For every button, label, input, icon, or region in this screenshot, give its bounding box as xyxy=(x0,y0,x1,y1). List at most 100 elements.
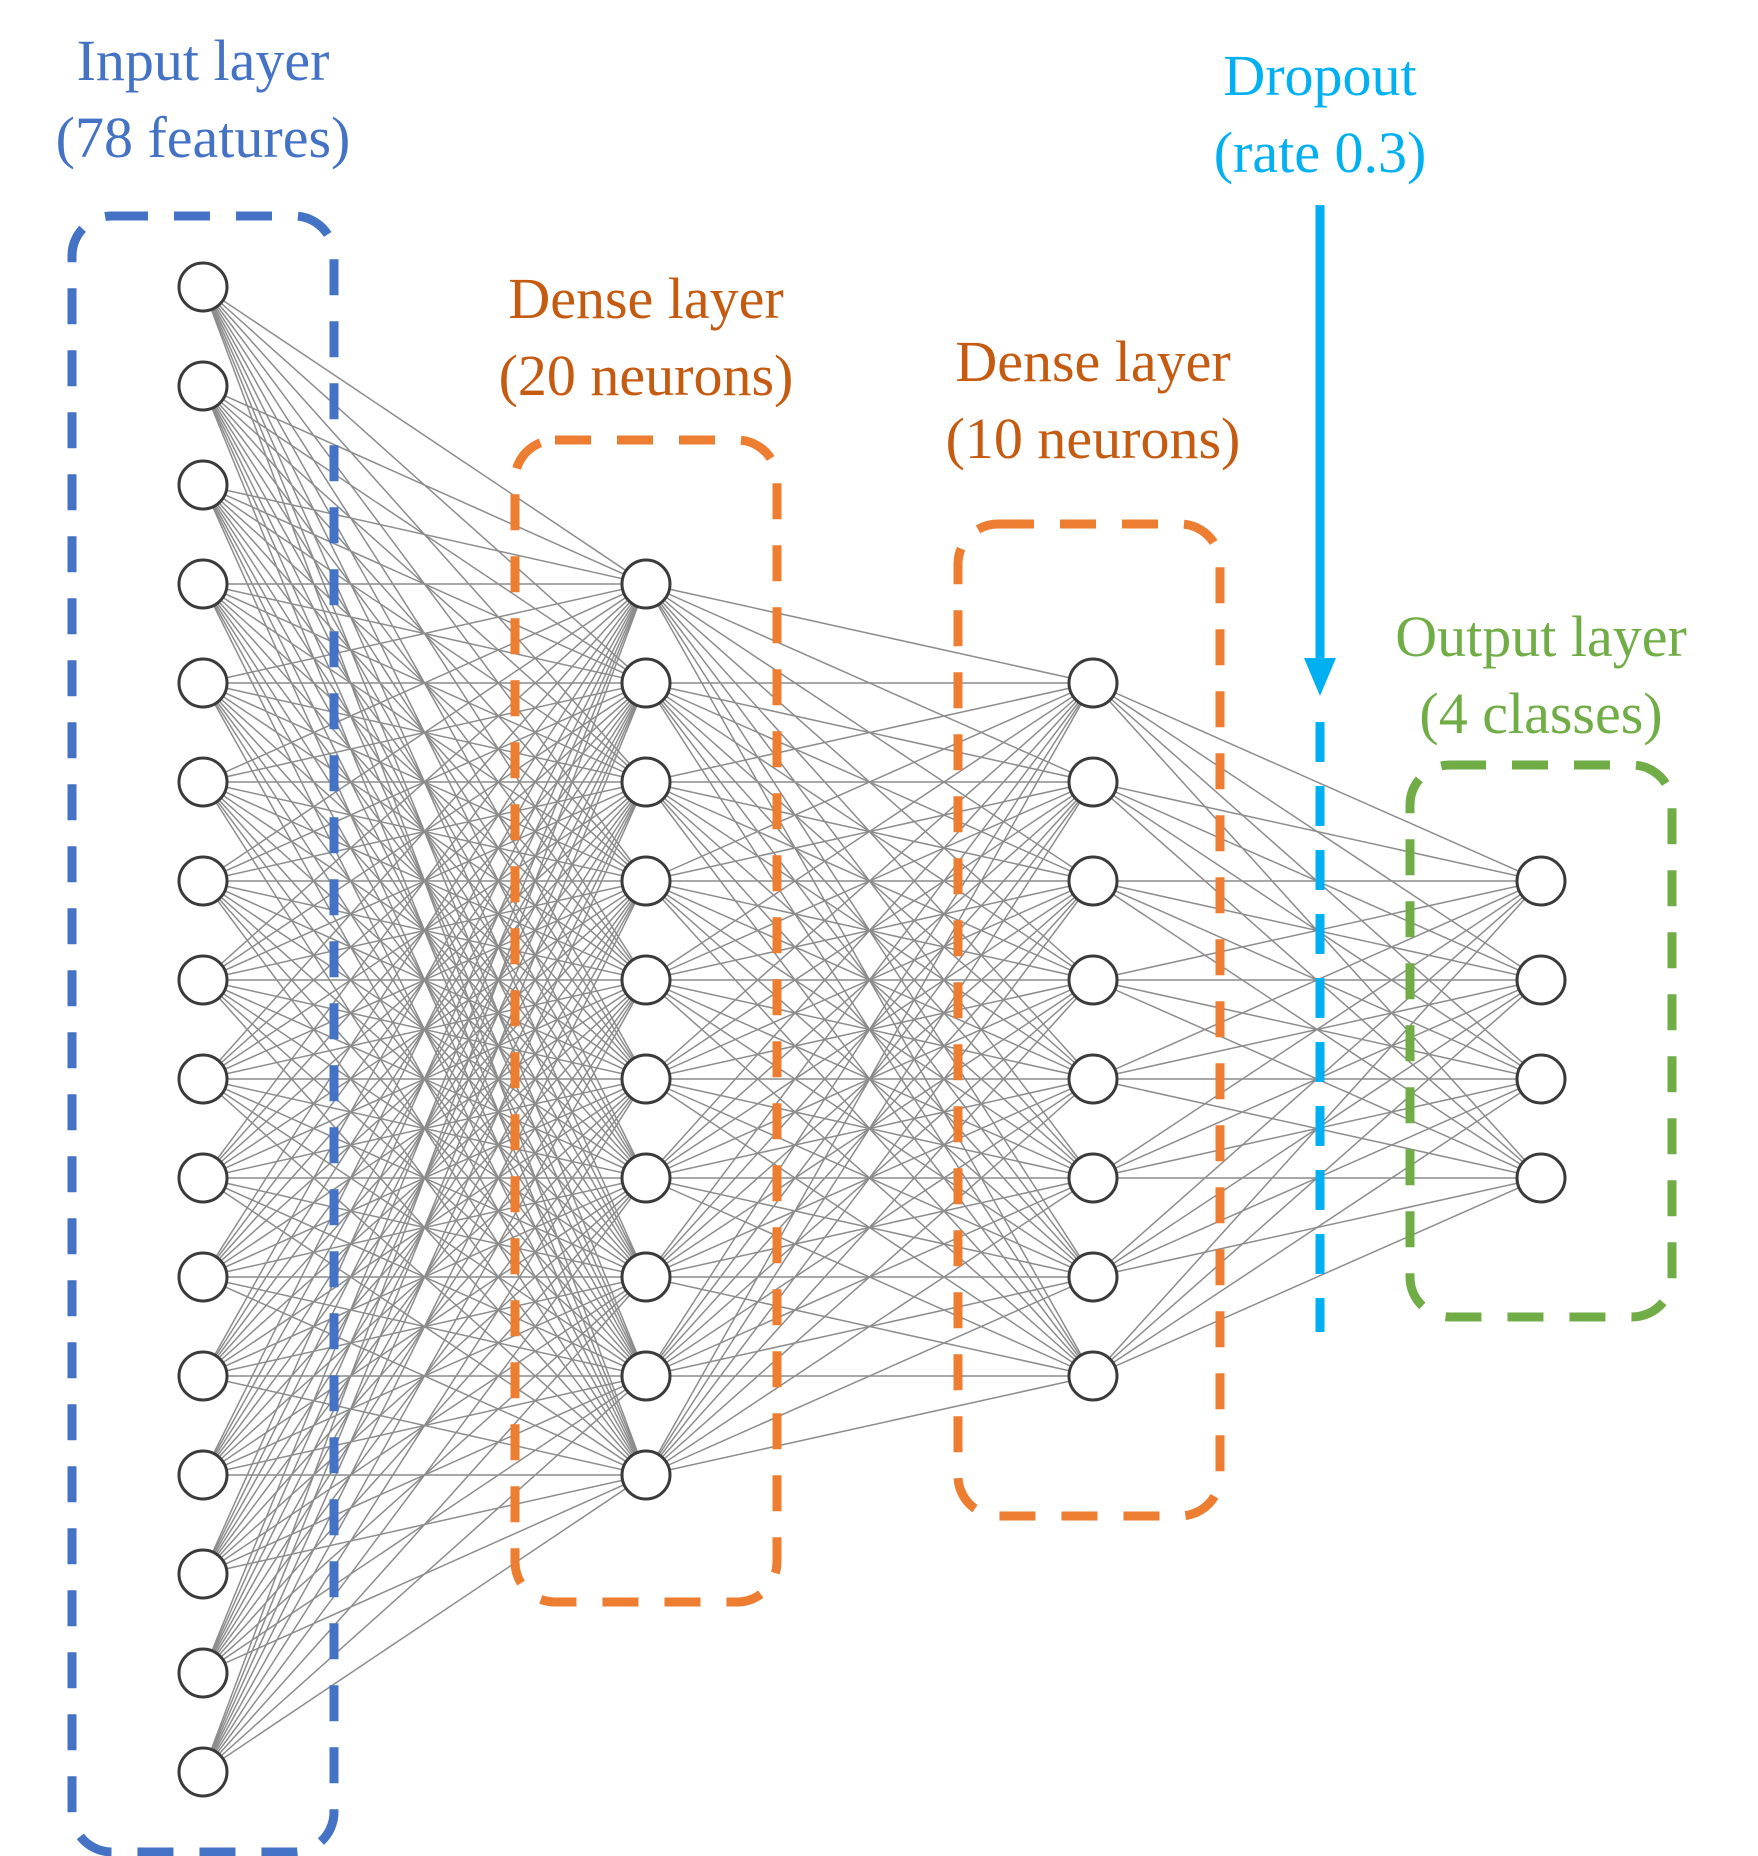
input-neuron-11 xyxy=(177,1350,229,1402)
output-neuron-0 xyxy=(1515,855,1567,907)
input-neuron-10 xyxy=(177,1251,229,1303)
input-layer-title: Input layer xyxy=(77,28,330,93)
dropout-title: Dropout xyxy=(1223,43,1416,108)
connection-dense1-9-dense2-4 xyxy=(645,1078,1094,1476)
connections xyxy=(202,286,1542,1773)
input-neuron-9 xyxy=(177,1152,229,1204)
connection-input-7-dense1-0 xyxy=(202,583,647,981)
connection-input-15-dense1-8 xyxy=(202,1375,647,1773)
connection-dense1-9-dense2-2 xyxy=(645,880,1094,1476)
dense1-neuron-7 xyxy=(620,1251,672,1303)
connection-dense1-9-dense2-3 xyxy=(645,979,1094,1476)
connection-dense2-7-output-2 xyxy=(1092,1078,1542,1377)
connection-input-4-dense1-0 xyxy=(202,583,647,684)
connection-dense2-5-output-0 xyxy=(1092,880,1542,1179)
input-layer-subtitle: (78 features) xyxy=(56,105,351,170)
output-neuron-2 xyxy=(1515,1053,1567,1105)
connection-dense1-4-dense2-0 xyxy=(645,682,1094,981)
connection-input-15-dense1-9 xyxy=(202,1474,647,1773)
connection-input-15-dense1-3 xyxy=(202,880,647,1773)
connection-dense1-9-dense2-7 xyxy=(645,1375,1094,1476)
connection-dense1-6-dense2-0 xyxy=(645,682,1094,1179)
dense1-neuron-5 xyxy=(620,1053,672,1105)
connection-input-15-dense1-0 xyxy=(202,583,647,1773)
output-layer-box xyxy=(1405,760,1677,1322)
connection-dense1-9-dense2-0 xyxy=(645,682,1094,1476)
connection-input-1-dense1-0 xyxy=(202,385,647,585)
connection-input-10-dense1-0 xyxy=(202,583,647,1278)
input-layer-box xyxy=(67,211,339,1856)
connection-input-6-dense1-0 xyxy=(202,583,647,882)
input-neuron-14 xyxy=(177,1647,229,1699)
connection-dense2-1-output-0 xyxy=(1092,781,1542,882)
neurons xyxy=(177,261,1567,1798)
connection-input-15-dense1-6 xyxy=(202,1177,647,1773)
input-neuron-0 xyxy=(177,261,229,313)
dropout-arrow-head xyxy=(1304,658,1336,696)
input-neuron-4 xyxy=(177,657,229,709)
connection-input-15-dense1-2 xyxy=(202,781,647,1773)
dense2-neuron-0 xyxy=(1067,657,1119,709)
dense1-neuron-6 xyxy=(620,1152,672,1204)
connection-input-0-dense1-0 xyxy=(202,286,647,585)
connection-input-15-dense1-1 xyxy=(202,682,647,1773)
dense2-neuron-2 xyxy=(1067,855,1119,907)
connection-input-15-dense1-5 xyxy=(202,1078,647,1773)
dense2-neuron-4 xyxy=(1067,1053,1119,1105)
connection-input-9-dense1-0 xyxy=(202,583,647,1179)
connection-dense2-0-output-0 xyxy=(1092,682,1542,882)
connection-dense1-3-dense2-0 xyxy=(645,682,1094,882)
output-layer-subtitle: (4 classes) xyxy=(1419,681,1662,746)
dense-layer-1-box xyxy=(510,435,782,1607)
connection-input-12-dense1-0 xyxy=(202,583,647,1476)
connection-dense1-0-dense2-0 xyxy=(645,583,1094,684)
input-neuron-5 xyxy=(177,756,229,808)
dense-layer-2-subtitle: (10 neurons) xyxy=(946,406,1241,471)
input-neuron-1 xyxy=(177,360,229,412)
connection-dense1-7-dense2-0 xyxy=(645,682,1094,1278)
connection-dense1-9-dense2-5 xyxy=(645,1177,1094,1476)
input-neuron-7 xyxy=(177,954,229,1006)
dense1-neuron-3 xyxy=(620,855,672,907)
dense1-neuron-8 xyxy=(620,1350,672,1402)
dense-layer-1-subtitle: (20 neurons) xyxy=(499,343,794,408)
connection-input-2-dense1-0 xyxy=(202,484,647,585)
dense1-neuron-9 xyxy=(620,1449,672,1501)
output-neuron-3 xyxy=(1515,1152,1567,1204)
dropout-subtitle: (rate 0.3) xyxy=(1214,120,1427,185)
connection-dense2-7-output-3 xyxy=(1092,1177,1542,1377)
dense2-neuron-1 xyxy=(1067,756,1119,808)
dense1-neuron-2 xyxy=(620,756,672,808)
output-layer-title: Output layer xyxy=(1395,604,1687,669)
connection-dense1-2-dense2-0 xyxy=(645,682,1094,783)
output-neuron-1 xyxy=(1515,954,1567,1006)
connection-input-11-dense1-0 xyxy=(202,583,647,1377)
input-neuron-15 xyxy=(177,1746,229,1798)
dense1-neuron-4 xyxy=(620,954,672,1006)
dense2-neuron-3 xyxy=(1067,954,1119,1006)
connection-dense1-8-dense2-0 xyxy=(645,682,1094,1377)
input-neuron-13 xyxy=(177,1548,229,1600)
connection-dense1-9-dense2-6 xyxy=(645,1276,1094,1476)
input-neuron-8 xyxy=(177,1053,229,1105)
input-neuron-2 xyxy=(177,459,229,511)
dense1-neuron-0 xyxy=(620,558,672,610)
dense-layer-2-box xyxy=(953,519,1225,1521)
connection-input-8-dense1-0 xyxy=(202,583,647,1080)
dense1-neuron-1 xyxy=(620,657,672,709)
input-neuron-6 xyxy=(177,855,229,907)
connection-input-15-dense1-7 xyxy=(202,1276,647,1773)
input-neuron-3 xyxy=(177,558,229,610)
connection-dense1-9-dense2-1 xyxy=(645,781,1094,1476)
dense-layer-1-title: Dense layer xyxy=(508,266,783,331)
connection-input-5-dense1-0 xyxy=(202,583,647,783)
connection-dense1-5-dense2-0 xyxy=(645,682,1094,1080)
dense-layer-2-title: Dense layer xyxy=(955,329,1230,394)
connection-input-15-dense1-4 xyxy=(202,979,647,1773)
connection-input-14-dense1-0 xyxy=(202,583,647,1674)
dense2-neuron-5 xyxy=(1067,1152,1119,1204)
input-neuron-12 xyxy=(177,1449,229,1501)
dense2-neuron-7 xyxy=(1067,1350,1119,1402)
connection-input-13-dense1-0 xyxy=(202,583,647,1575)
